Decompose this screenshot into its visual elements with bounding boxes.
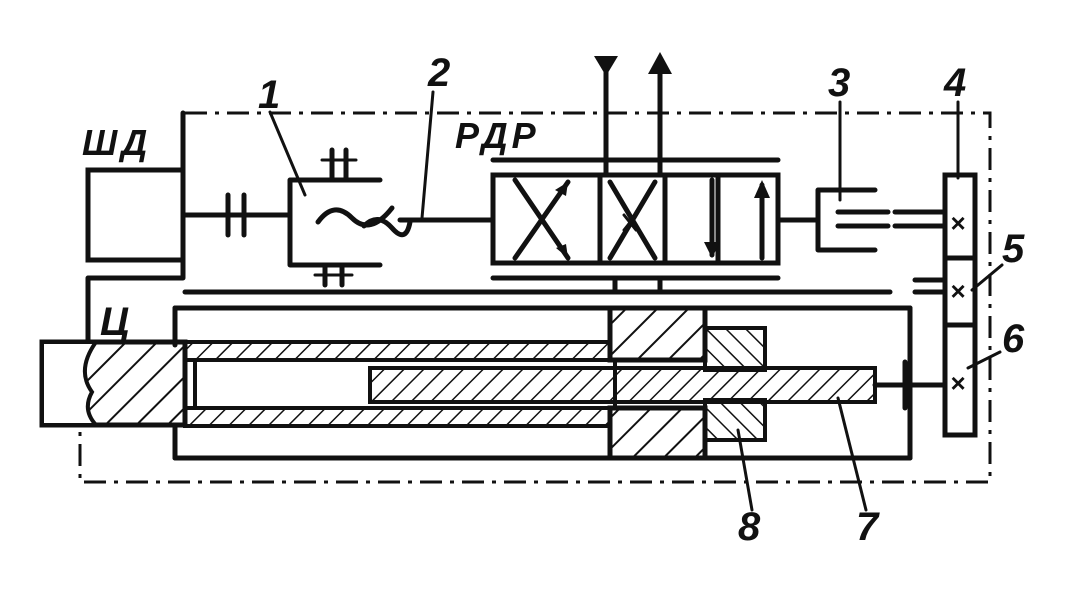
label-cylinder: Ц <box>100 300 129 344</box>
label-5: 5 <box>1002 227 1025 271</box>
label-8: 8 <box>738 505 761 549</box>
nut-top <box>703 326 767 372</box>
label-1: 1 <box>258 73 280 117</box>
label-7: 7 <box>856 505 880 549</box>
valve-cross-middle <box>607 179 658 261</box>
gear-5-mark: × <box>950 276 965 306</box>
rod-tube-top <box>183 340 612 362</box>
gear-train-body <box>942 172 978 438</box>
rod-end-cutout <box>40 340 101 427</box>
stepper-motor-box <box>85 167 186 263</box>
leader-7 <box>836 396 868 512</box>
label-valve: РДР <box>455 115 540 156</box>
label-4: 4 <box>943 61 966 105</box>
frame-bracket <box>85 257 186 343</box>
leader-2 <box>420 90 435 220</box>
valve-arrow-down <box>704 177 720 258</box>
gear-wave-2 <box>361 217 413 238</box>
leader-8 <box>736 428 754 512</box>
gear-mark-bottom <box>313 262 354 288</box>
rod-tube-bottom <box>183 406 612 428</box>
dash-dot-frame <box>78 111 992 484</box>
leader-6 <box>966 350 1002 370</box>
gear-mark-top <box>320 147 358 183</box>
label-3: 3 <box>828 61 850 105</box>
gear-4-mark: × <box>950 208 965 238</box>
valve-arrow-up <box>754 180 770 261</box>
screw <box>368 366 877 404</box>
nut-bottom <box>703 398 767 442</box>
piston-head-bottom <box>607 405 708 461</box>
label-2: 2 <box>427 51 450 95</box>
gear-housing <box>287 177 383 268</box>
leader-1 <box>268 110 307 197</box>
clutch-housing <box>815 187 878 253</box>
return-arrow-icon <box>648 52 672 74</box>
leader-5 <box>970 263 1004 292</box>
label-6: 6 <box>1002 317 1025 361</box>
piston-head-top <box>607 305 708 363</box>
gear-6-mark: × <box>950 368 965 398</box>
coupling-icon <box>225 192 247 238</box>
valve-cross-left <box>512 177 571 261</box>
supply-arrow-icon <box>594 56 618 76</box>
label-motor: ШД <box>82 122 151 163</box>
